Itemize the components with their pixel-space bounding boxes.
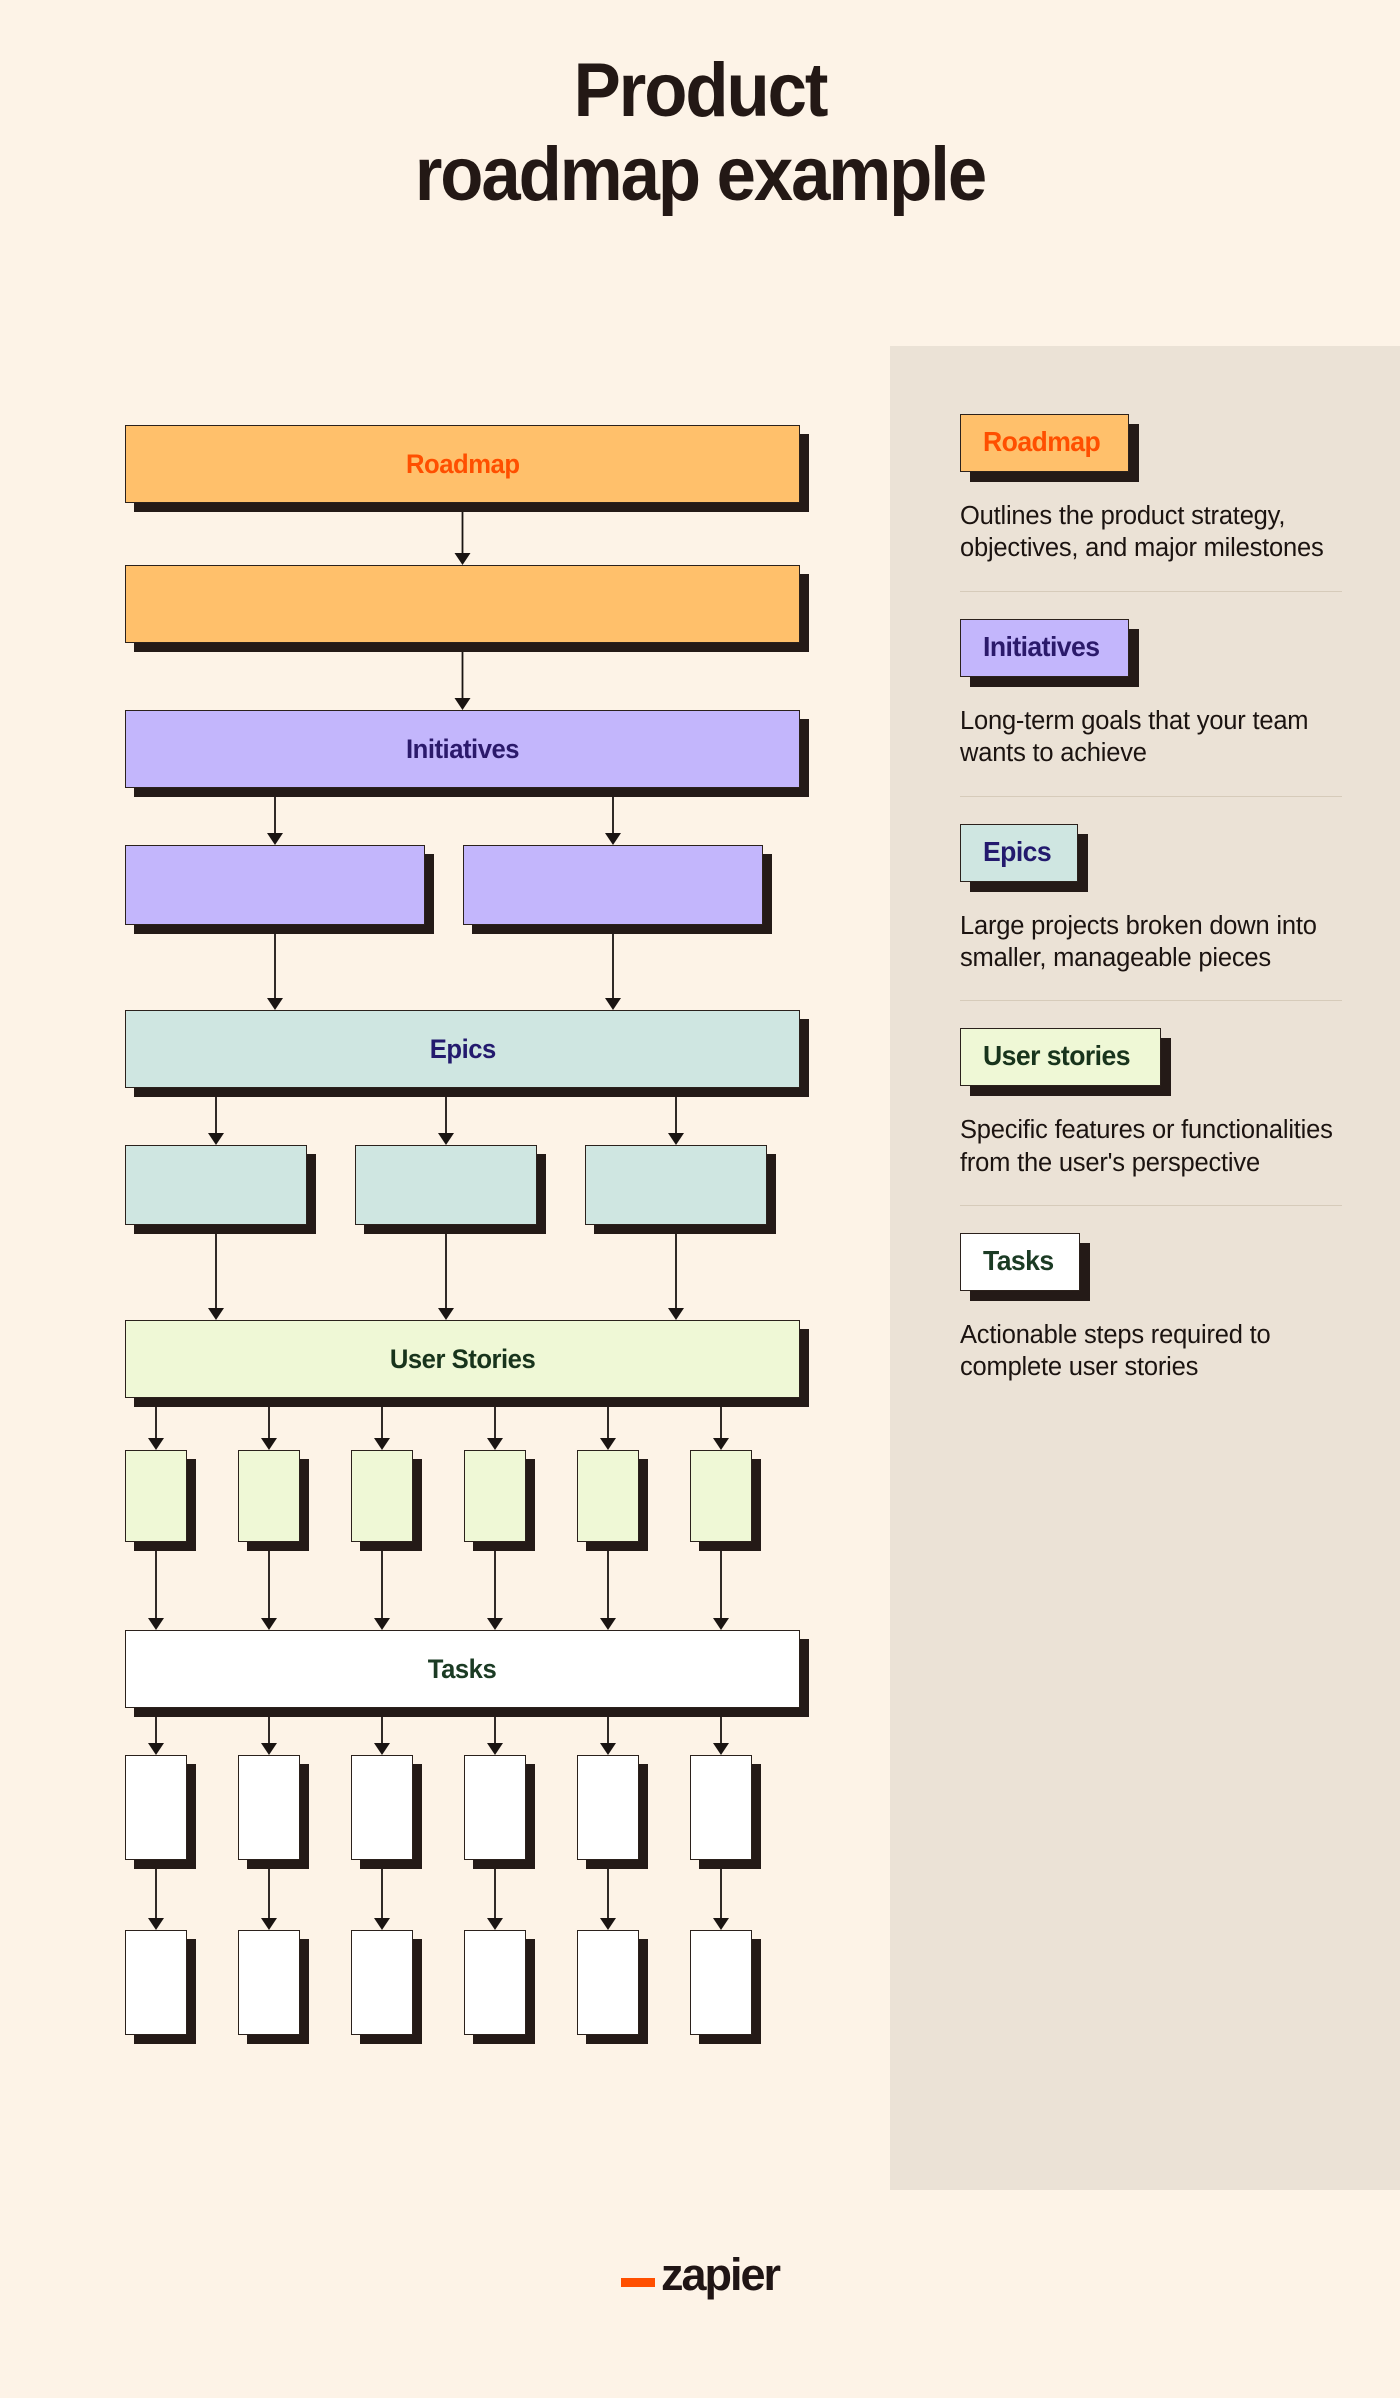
flow-child-tasks-3 [351,1755,413,1860]
flow-node-initiatives: Initiatives [125,710,800,788]
flow-arrow [148,1869,164,1930]
flow-node-epics-label: Epics [429,1033,496,1064]
flow-child-tasks-row2-3 [351,1930,413,2035]
flow-child-epics-2 [355,1145,537,1225]
flow-child-tasks-row2-4 [464,1930,526,2035]
flow-child-initiatives-2 [463,845,763,925]
flow-node-epics: Epics [125,1010,800,1088]
page-title-line-1: Product [573,48,829,133]
flow-arrow [454,512,471,565]
flow-child-initiatives-1 [125,845,425,925]
flow-child-epics-1 [125,1145,307,1225]
flow-child-tasks-row2-1 [125,1930,187,2035]
flow-child-user-stories-5 [577,1450,639,1542]
flow-child-tasks-row2-5 [577,1930,639,2035]
legend-description-user-stories: Specific features or functionalities fro… [960,1116,1333,1177]
legend-chip-roadmap: Roadmap [960,414,1130,472]
zapier-logo: zapier [0,2252,1400,2297]
flow-arrow [668,1097,684,1145]
flow-arrow [261,1869,277,1930]
flow-child-user-stories-3 [351,1450,413,1542]
underscore-mark-icon [620,2278,655,2287]
flow-arrow [374,1407,390,1450]
flow-arrow [713,1551,729,1630]
flow-child-user-stories-2 [238,1450,300,1542]
flow-node-roadmap-label: Roadmap [405,448,520,479]
page-title-line-2: roadmap example [414,131,987,217]
flow-arrow [487,1407,503,1450]
legend-description-epics: Large projects broken down into smaller,… [960,911,1317,972]
legend-description-initiatives: Long-term goals that your team wants to … [960,706,1309,768]
flow-child-epics-3 [585,1145,767,1225]
legend-chip-label-user-stories: User stories [983,1040,1131,1072]
flow-arrow [600,1717,616,1755]
flow-arrow [668,1234,684,1320]
flow-arrow [487,1717,503,1755]
flow-arrow [374,1869,390,1930]
legend-description-roadmap: Outlines the product strategy, objective… [960,502,1324,563]
flow-arrow [261,1717,277,1755]
flow-node-tasks: Tasks [125,1630,800,1708]
flow-child-tasks-1 [125,1755,187,1860]
flow-child-roadmap-1 [125,565,800,643]
flow-arrow [600,1407,616,1450]
flow-child-tasks-6 [690,1755,752,1860]
flow-arrow [605,797,621,845]
flow-arrow [148,1717,164,1755]
flow-child-tasks-4 [464,1755,526,1860]
legend-item-epics: Epics Large projects broken down into sm… [960,795,1350,1001]
flow-arrow [713,1717,729,1755]
flow-child-tasks-5 [577,1755,639,1860]
flow-child-user-stories-6 [690,1450,752,1542]
flow-arrow [374,1717,390,1755]
legend-chip-label-roadmap: Roadmap [983,426,1101,457]
flow-arrow [267,934,283,1010]
flow-arrow [261,1407,277,1450]
flow-arrow [438,1234,454,1320]
flow-arrow [454,652,471,710]
legend-item-user-stories: User stories Specific features or functi… [960,1000,1350,1205]
legend-chip-initiatives: Initiatives [960,618,1129,677]
legend-panel: Roadmap Outlines the product strategy, o… [890,346,1400,2190]
legend-chip-label-initiatives: Initiatives [983,630,1100,662]
flow-arrow [208,1234,224,1320]
flow-arrow [208,1097,224,1145]
flow-node-tasks-label: Tasks [428,1653,497,1684]
flow-arrow [148,1407,164,1450]
flow-arrow [713,1869,729,1930]
legend-item-tasks: Tasks Actionable steps required to compl… [960,1205,1350,1410]
legend-chip-tasks: Tasks [960,1233,1081,1291]
flow-node-user-stories-label: User Stories [389,1343,536,1374]
flow-arrow [600,1551,616,1630]
flow-arrow [261,1551,277,1630]
flow-child-user-stories-1 [125,1450,187,1542]
flow-node-roadmap: Roadmap [125,425,800,503]
legend-description-tasks: Actionable steps required to complete us… [960,1321,1271,1382]
flow-child-tasks-2 [238,1755,300,1860]
legend-chip-epics: Epics [960,823,1078,882]
flow-arrow [600,1869,616,1930]
legend-chip-label-epics: Epics [983,835,1052,867]
flow-arrow [148,1551,164,1630]
flow-arrow [713,1407,729,1450]
legend-item-roadmap: Roadmap Outlines the product strategy, o… [960,414,1350,591]
page-title: Product roadmap example [0,52,1400,213]
flow-arrow [487,1869,503,1930]
flow-child-tasks-row2-2 [238,1930,300,2035]
flow-node-initiatives-label: Initiatives [405,733,520,764]
flow-arrow [267,797,283,845]
flow-arrow [605,934,621,1010]
legend-list: Roadmap Outlines the product strategy, o… [960,414,1350,1410]
flow-child-tasks-row2-6 [690,1930,752,2035]
flow-arrow [438,1097,454,1145]
legend-chip-label-tasks: Tasks [983,1245,1054,1276]
flow-node-user-stories: User Stories [125,1320,800,1398]
legend-item-initiatives: Initiatives Long-term goals that your te… [960,590,1350,796]
zapier-wordmark: zapier [660,2249,781,2300]
flow-arrow [374,1551,390,1630]
flow-child-user-stories-4 [464,1450,526,1542]
flow-arrow [487,1551,503,1630]
legend-chip-user-stories: User stories [960,1028,1161,1087]
